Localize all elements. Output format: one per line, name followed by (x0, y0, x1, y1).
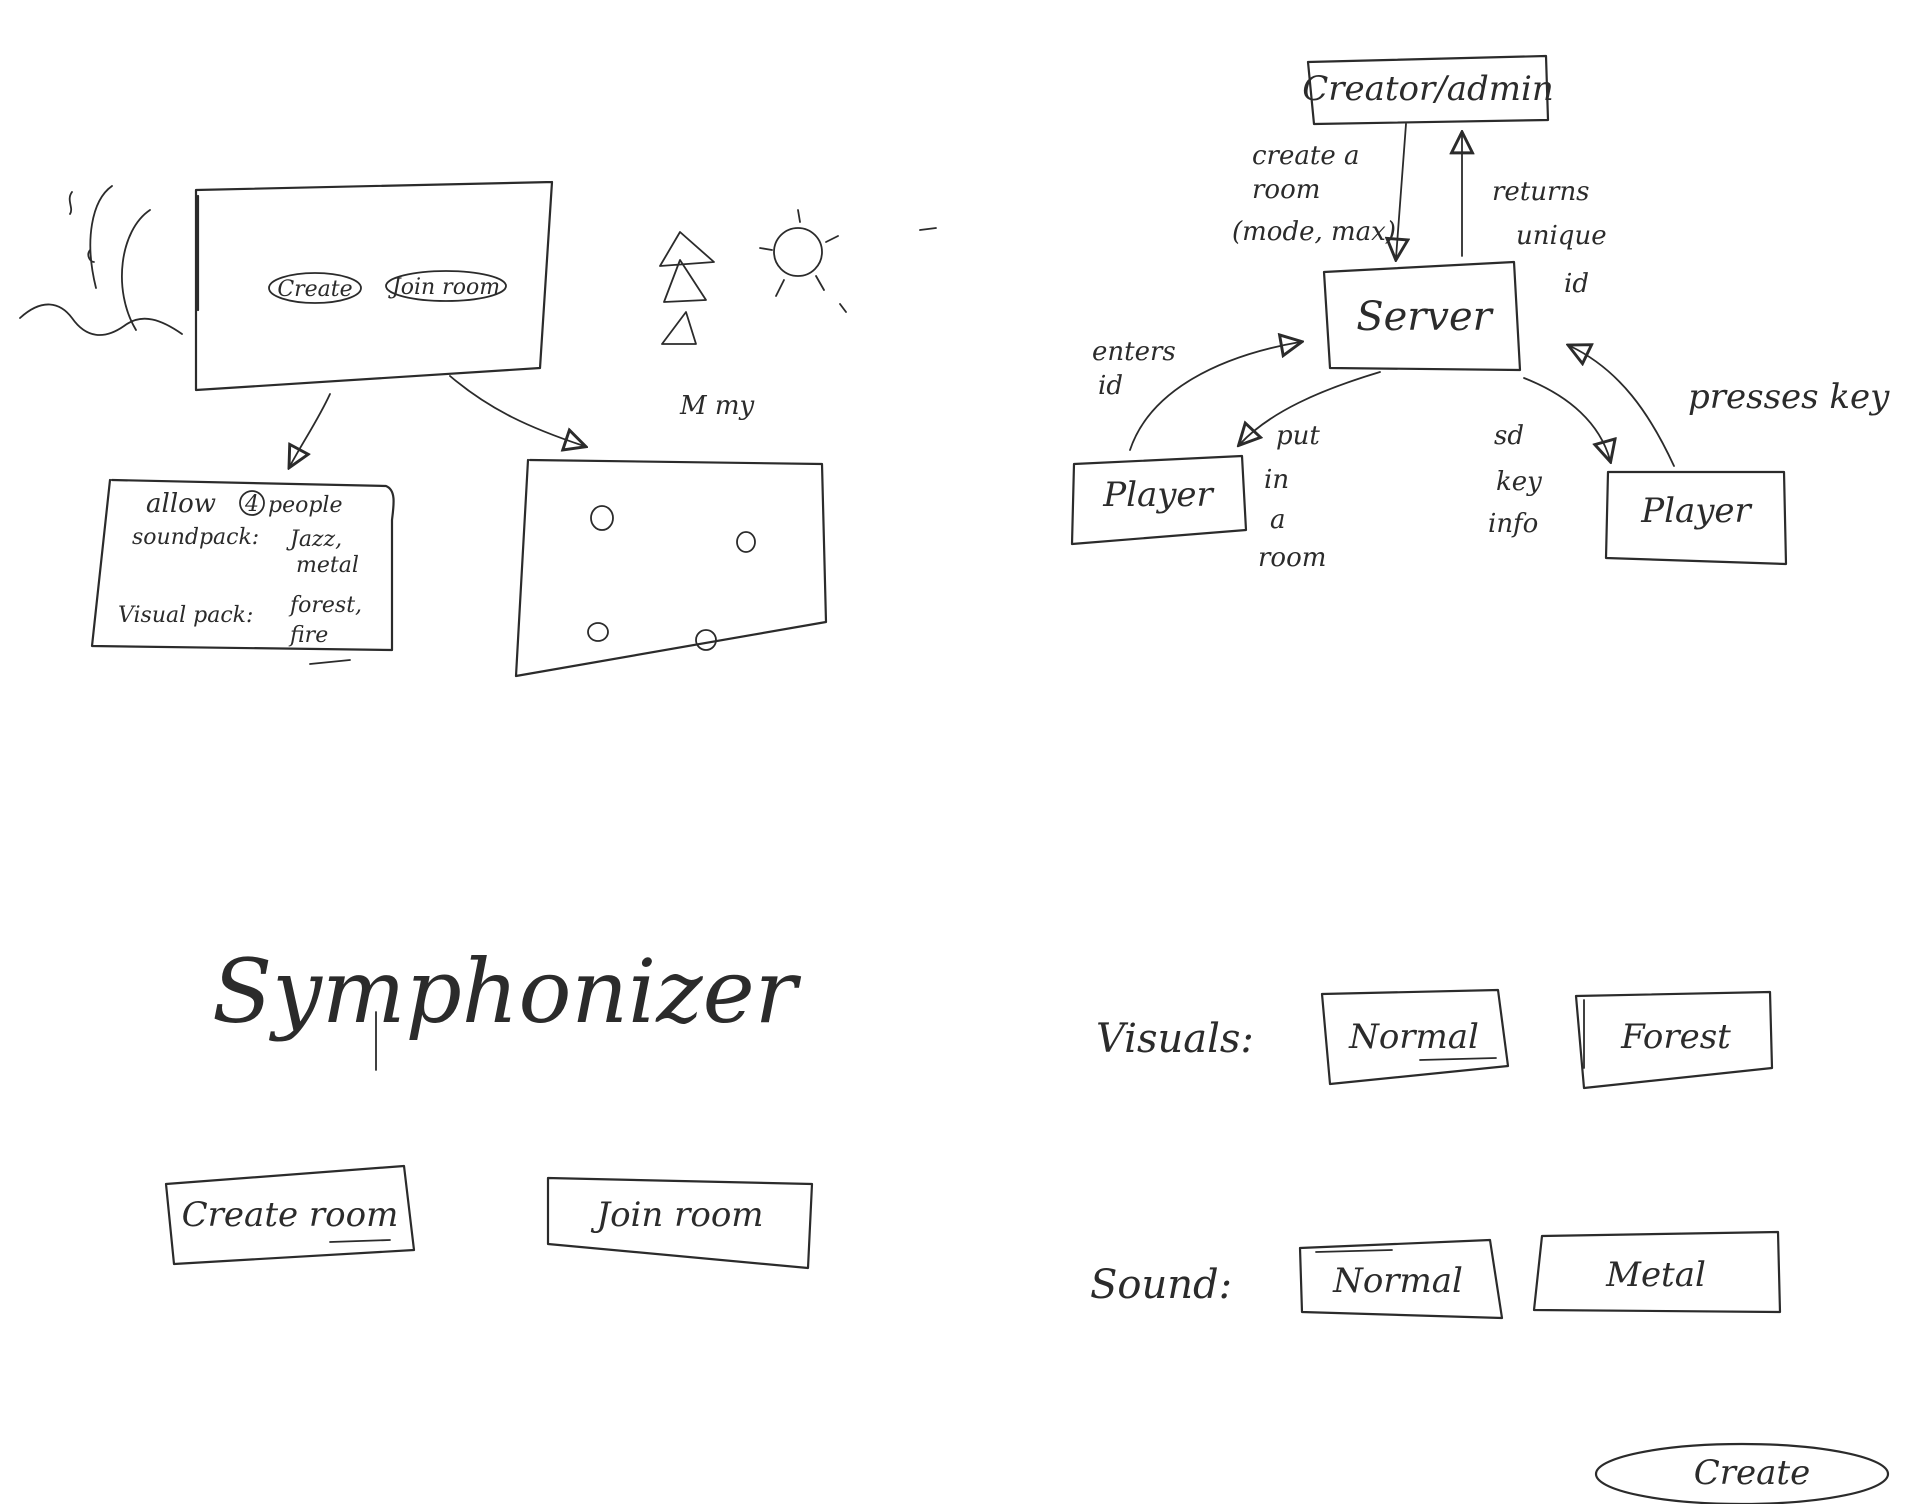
sketch-arrow-to-room (449, 375, 584, 446)
tree-icon (659, 231, 715, 345)
sound-option-normal-label: Normal (1332, 1261, 1463, 1301)
soundpack-value-1: Jazz, (286, 527, 342, 552)
visuals-option-forest[interactable]: Forest (1574, 990, 1774, 1090)
svg-text:returns: returns (1492, 177, 1590, 207)
edge-sends-key-info (1523, 377, 1610, 460)
edge-create-room (1396, 123, 1406, 258)
room-players-card (514, 458, 828, 678)
architecture-diagram: Creator/admin Server Player Player creat… (1070, 54, 1890, 573)
player-dot (590, 505, 614, 531)
room-options-card: allow 4 people soundpack: Jazz, metal Vi… (90, 478, 395, 665)
edge-presses-key (1570, 346, 1675, 467)
visuals-option-normal[interactable]: Normal (1320, 988, 1510, 1086)
create-button-label: Create (1694, 1453, 1810, 1493)
visuals-option-forest-label: Forest (1620, 1017, 1731, 1057)
sound-option-metal-label: Metal (1605, 1255, 1706, 1295)
edge-label-presses-key: presses key (1688, 377, 1890, 417)
creator-admin-label: Creator/admin (1302, 69, 1554, 109)
edge-label-put-in-room: put in a room (1258, 421, 1326, 573)
visualpack-label: Visual pack: (118, 603, 253, 628)
create-room-label: Create room (182, 1195, 399, 1235)
doodle-squiggles (19, 185, 183, 336)
options-card-frame (90, 478, 395, 652)
sound-option-normal[interactable]: Normal (1298, 1238, 1504, 1320)
soundpack-label: soundpack: (132, 525, 259, 550)
visuals-option-normal-label: Normal (1348, 1017, 1479, 1057)
player-left-node: Player (1070, 454, 1248, 546)
svg-text:id: id (1564, 269, 1589, 299)
player-right-node: Player (1604, 470, 1788, 566)
player-dot (736, 531, 756, 553)
svg-text:enters: enters (1092, 337, 1176, 367)
sketch-join-room-button: Join room (385, 270, 507, 302)
join-room-label: Join room (590, 1195, 763, 1235)
create-room-button[interactable]: Create room (164, 1164, 416, 1266)
creator-admin-node: Creator/admin (1302, 54, 1554, 126)
app-title: Symphonizer (212, 940, 802, 1043)
sound-option-metal[interactable]: Metal (1532, 1230, 1782, 1314)
svg-text:(mode, max): (mode, max) (1232, 217, 1396, 247)
svg-text:a: a (1270, 505, 1286, 535)
people-label: people (268, 493, 343, 518)
visualpack-value-2: fire (288, 623, 328, 648)
svg-text:info: info (1488, 509, 1538, 539)
svg-text:room: room (1258, 543, 1326, 573)
svg-text:room: room (1252, 175, 1320, 205)
sun-icon (759, 209, 847, 313)
player-dot (695, 629, 717, 651)
svg-text:in: in (1264, 465, 1289, 495)
svg-text:create a: create a (1252, 141, 1359, 171)
sound-label: Sound: (1090, 1262, 1232, 1308)
player-right-label: Player (1640, 491, 1752, 531)
doodles: M my (659, 209, 937, 421)
sketch-create-button: Create (268, 272, 362, 304)
svg-text:sd: sd (1494, 421, 1524, 451)
player-dot (587, 622, 609, 642)
allow-label: allow (146, 489, 216, 519)
visuals-label: Visuals: (1096, 1016, 1254, 1062)
sketch-join-room-label: Join room (388, 275, 500, 300)
sketch-screen-frame (194, 180, 554, 392)
sketch-create-label: Create (277, 277, 352, 302)
player-left-label: Player (1102, 475, 1214, 515)
room-card-frame (514, 458, 828, 678)
edge-label-returns-id: returns unique id (1492, 177, 1607, 299)
soundpack-value-2: metal (296, 553, 359, 578)
edge-put-in-room (1240, 371, 1381, 444)
svg-text:unique: unique (1516, 221, 1607, 251)
edge-label-sends-key-info: sd key info (1488, 421, 1542, 539)
edge-enters-id (1129, 342, 1300, 451)
create-screen-mockup: Visuals: Normal Forest Sound: Normal Met… (1090, 988, 1890, 1504)
join-room-button[interactable]: Join room (546, 1176, 814, 1270)
visualpack-value-1: forest, (288, 593, 362, 618)
server-label: Server (1356, 294, 1494, 340)
svg-text:put: put (1276, 421, 1320, 451)
server-node: Server (1322, 260, 1522, 372)
create-button[interactable]: Create (1594, 1442, 1890, 1504)
edge-label-enters-id: enters id (1092, 337, 1176, 401)
home-screen-mockup: Symphonizer Create room Join room (164, 940, 814, 1270)
doodle-text: M my (679, 391, 755, 421)
edge-label-create-room: create a room (mode, max) (1232, 141, 1396, 247)
svg-text:key: key (1496, 467, 1542, 497)
people-count-circle (239, 490, 265, 516)
sketch-arrow-to-options (290, 393, 331, 466)
people-count: 4 (244, 492, 259, 517)
svg-text:id: id (1098, 371, 1123, 401)
sketch-room-screen: Create Join room (19, 180, 584, 466)
